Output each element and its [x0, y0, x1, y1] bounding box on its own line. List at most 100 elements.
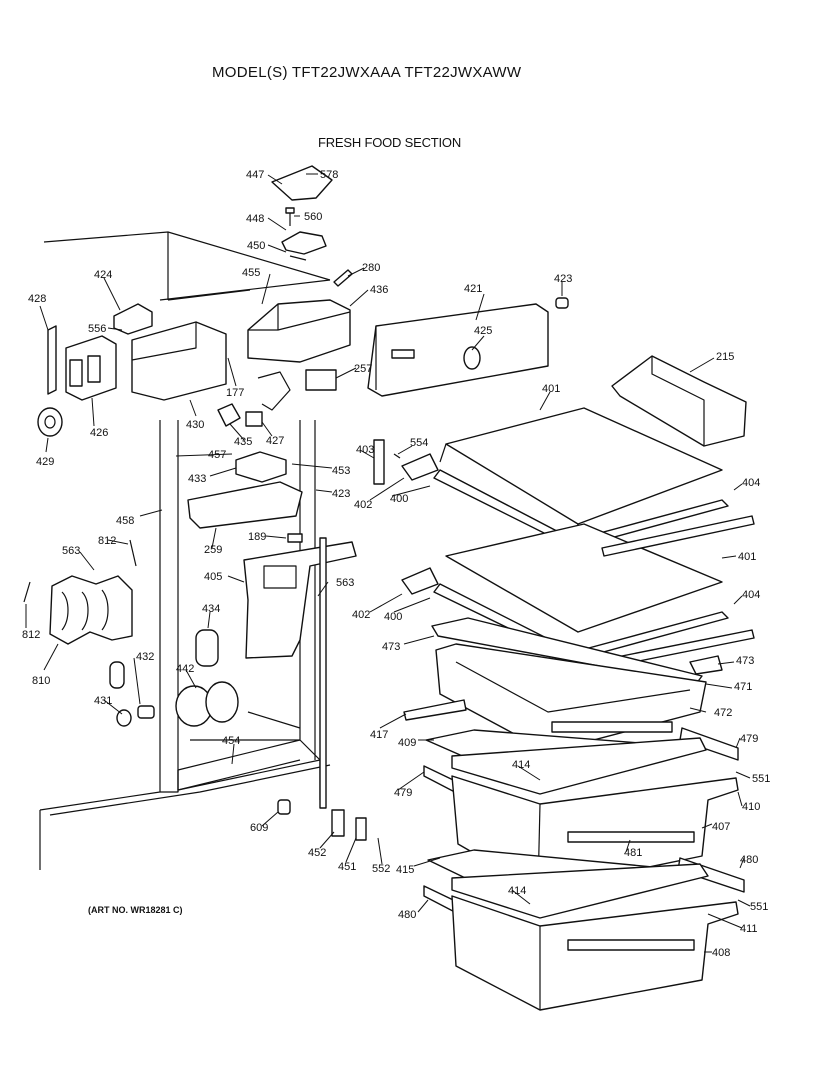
callout-417: 417: [370, 729, 388, 741]
callout-426: 426: [90, 427, 108, 439]
callout-400a: 400: [390, 493, 408, 505]
art-number: (ART NO. WR18281 C): [88, 905, 183, 915]
callout-428: 428: [28, 293, 46, 305]
plug-423: [555, 297, 569, 309]
callout-280: 280: [362, 262, 380, 274]
callout-427: 427: [266, 435, 284, 447]
callout-551b: 551: [750, 901, 768, 913]
callout-431: 431: [94, 695, 112, 707]
callout-415: 415: [396, 864, 414, 876]
callout-433: 433: [188, 473, 206, 485]
hinge-432-431: [109, 661, 155, 727]
callout-424: 424: [94, 269, 112, 281]
rail-417: [403, 699, 467, 721]
callout-552: 552: [372, 863, 390, 875]
callout-429: 429: [36, 456, 54, 468]
callout-556: 556: [88, 323, 106, 335]
callout-479b: 479: [394, 787, 412, 799]
callout-480b: 480: [398, 909, 416, 921]
callout-177: 177: [226, 387, 244, 399]
callout-259: 259: [204, 544, 222, 556]
section-title: FRESH FOOD SECTION: [318, 135, 462, 150]
callout-453: 453: [332, 465, 350, 477]
callout-436: 436: [370, 284, 388, 296]
callout-410: 410: [742, 801, 760, 813]
callout-401b: 401: [738, 551, 756, 563]
wire-450: [289, 255, 307, 261]
cover-421: [367, 303, 549, 397]
callout-402a: 402: [354, 499, 372, 511]
damper-442: [175, 681, 239, 727]
clip-280: [333, 269, 353, 287]
callout-479a: 479: [740, 733, 758, 745]
callout-454: 454: [222, 735, 240, 747]
callout-554: 554: [410, 437, 428, 449]
callout-432: 432: [136, 651, 154, 663]
thermostat-knob-429: [37, 407, 63, 437]
callout-442: 442: [176, 663, 194, 675]
callout-451: 451: [338, 861, 356, 873]
pan-471: [435, 643, 707, 753]
callout-215: 215: [716, 351, 734, 363]
damper-424: [113, 303, 153, 335]
wire-812: [23, 539, 137, 603]
callout-403: 403: [356, 444, 374, 456]
callout-257: 257: [354, 363, 372, 375]
callout-458: 458: [116, 515, 134, 527]
harness-427: [245, 371, 291, 427]
callout-810: 810: [32, 675, 50, 687]
bracket-428-426: [47, 325, 117, 401]
duct-cover-259: [187, 481, 303, 529]
fan-433: [235, 451, 287, 483]
callout-423b: 423: [332, 488, 350, 500]
screw-554: [393, 453, 401, 459]
callout-405: 405: [204, 571, 222, 583]
bracket-400-402: [401, 453, 439, 595]
callout-480a: 480: [740, 854, 758, 866]
model-title: MODEL(S) TFT22JWXAAA TFT22JWXAWW: [212, 64, 522, 81]
callout-560: 560: [304, 211, 322, 223]
control-housing-436: [247, 299, 351, 363]
callout-421: 421: [464, 283, 482, 295]
clip-189: [287, 533, 303, 543]
callout-414b: 414: [508, 885, 526, 897]
callout-448: 448: [246, 213, 264, 225]
callout-435: 435: [234, 436, 252, 448]
crisper-cover-473: [431, 617, 723, 685]
frame-414-upper: [451, 737, 707, 795]
control-box-430: [131, 321, 227, 401]
callout-411: 411: [740, 923, 758, 935]
air-duct-405: [243, 541, 357, 659]
callout-455: 455: [242, 267, 260, 279]
drawer-411-408: [451, 895, 739, 1011]
callout-423: 423: [554, 273, 572, 285]
callout-447: 447: [246, 169, 264, 181]
callout-425: 425: [474, 325, 492, 337]
callout-189: 189: [248, 531, 266, 543]
callout-578: 578: [320, 169, 338, 181]
callout-407: 407: [712, 821, 730, 833]
callout-473a: 473: [382, 641, 400, 653]
rail-452-451: [319, 537, 367, 841]
bin-215: [611, 355, 747, 447]
callout-551a: 551: [752, 773, 770, 785]
callout-452: 452: [308, 847, 326, 859]
switch-435: [217, 403, 241, 427]
callout-labels: 578 447 560 448 450 280 455 436 424 428 …: [22, 169, 770, 959]
callout-473b: 473: [736, 655, 754, 667]
callout-450: 450: [247, 240, 265, 252]
callout-404b: 404: [742, 589, 760, 601]
switch-257: [305, 369, 337, 391]
callout-409: 409: [398, 737, 416, 749]
callout-402b: 402: [352, 609, 370, 621]
callout-609: 609: [250, 822, 268, 834]
fastener-609: [277, 799, 291, 815]
callout-404a: 404: [742, 477, 760, 489]
callout-812a: 812: [98, 535, 116, 547]
callout-434: 434: [202, 603, 220, 615]
callout-414a: 414: [512, 759, 530, 771]
callout-457: 457: [208, 449, 226, 461]
callout-401a: 401: [542, 383, 560, 395]
callout-408: 408: [712, 947, 730, 959]
